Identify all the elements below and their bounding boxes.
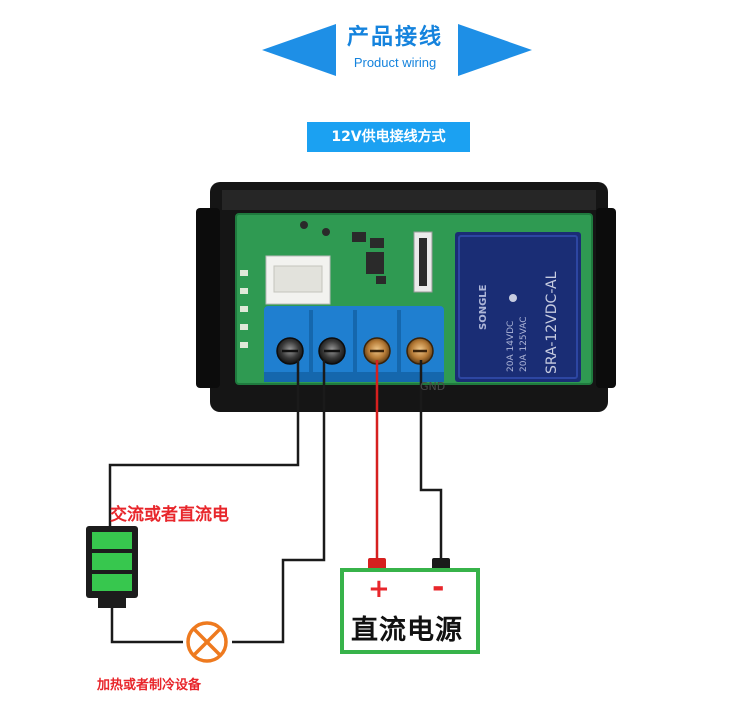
dc-supply-box	[340, 568, 480, 654]
relay-rating-1: 20A 14VDC	[506, 321, 516, 372]
screw-terminal	[406, 337, 434, 365]
screw-terminal	[276, 337, 304, 365]
dc-plus-sign: +	[368, 574, 390, 604]
battery-icon	[86, 526, 138, 608]
wire-load-return	[110, 606, 183, 644]
wire-load	[232, 360, 326, 644]
relay-rating-2: 20A 125VAC	[519, 316, 529, 372]
wire-dc-negative	[419, 360, 443, 562]
screw-terminal	[318, 337, 346, 365]
wiring-mode-badge: 12V供电接线方式	[307, 122, 470, 152]
relay-brand-text: SONGLE	[478, 284, 489, 330]
right-arrow-icon	[458, 24, 532, 76]
dc-supply-label: 直流电源	[351, 615, 463, 646]
header-banner: 产品接线 Product wiring	[336, 23, 454, 78]
board-silk-text: GND	[420, 380, 445, 393]
relay	[455, 232, 581, 382]
left-arrow-icon	[262, 24, 336, 76]
relay-model-text: SRA-12VDC-AL	[544, 271, 560, 374]
ac-source-label: 交流或者直流电	[110, 505, 229, 525]
header-title: 产品接线	[346, 25, 443, 50]
header-subtitle: Product wiring	[353, 55, 437, 70]
wire-ac-source	[108, 360, 300, 528]
lamp-load-icon	[186, 621, 228, 663]
load-label: 加热或者制冷设备	[97, 678, 202, 693]
dc-minus-sign: -	[432, 570, 445, 605]
terminal-block	[264, 306, 444, 382]
